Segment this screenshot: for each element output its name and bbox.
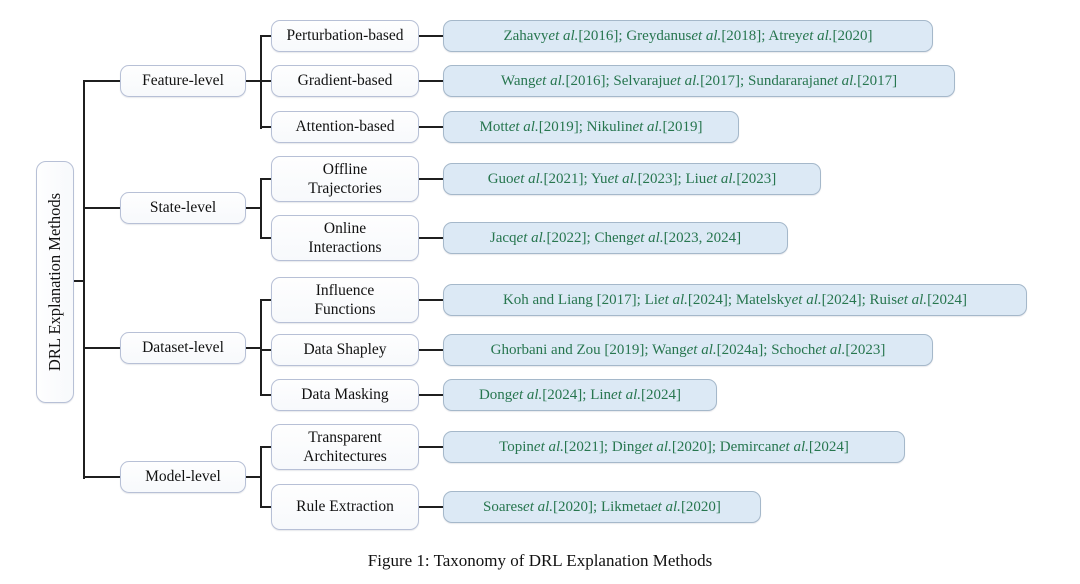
tree-node-label: Attention-based [295,118,395,136]
tree-node-label: Model-level [145,468,221,486]
citation-box-attention-based: Mott et al. [2019]; Nikulin et al. [2019… [443,111,739,143]
tree-node-label: Rule Extraction [296,498,394,516]
tree-node-influence-functions: Influence Functions [271,277,419,323]
tree-node-gradient-based: Gradient-based [271,65,419,97]
tree-connector [419,126,443,128]
tree-connector [260,446,262,508]
tree-node-label: Gradient-based [297,72,393,90]
citation-box-data-masking: Dong et al. [2024]; Lin et al. [2024] [443,379,717,411]
tree-connector [260,446,271,448]
tree-node-label: Offline Trajectories [308,160,382,197]
tree-node-feature-level: Feature-level [120,65,246,97]
root-node-drl-explanation-methods: DRL Explanation Methods [36,161,74,403]
tree-connector [260,35,262,129]
tree-node-label: Perturbation-based [286,27,404,45]
tree-node-label: Influence Functions [314,281,376,318]
tree-node-label: Feature-level [142,72,224,90]
tree-connector [419,394,443,396]
tree-connector [83,476,120,478]
citation-box-offline-trajectories: Guo et al. [2021]; Yu et al. [2023]; Liu… [443,163,821,195]
tree-node-model-level: Model-level [120,461,246,493]
tree-connector [246,207,262,209]
tree-node-label: State-level [149,199,217,217]
tree-connector [260,506,271,508]
tree-connector [260,349,271,351]
tree-connector [419,178,443,180]
citation-box-influence-functions: Koh and Liang [2017]; Li et al. [2024]; … [443,284,1027,316]
tree-connector [260,237,271,239]
tree-connector [260,126,271,128]
tree-connector [83,80,120,82]
citation-box-data-shapley: Ghorbani and Zou [2019]; Wang et al. [20… [443,334,933,366]
root-node-label: DRL Explanation Methods [45,192,64,372]
tree-node-label: Data Masking [301,386,389,404]
tree-node-label: Data Shapley [303,341,387,359]
citation-box-transparent-architectures: Topin et al. [2021]; Ding et al. [2020];… [443,431,905,463]
tree-connector [260,80,271,82]
tree-connector [83,80,85,479]
tree-connector [419,237,443,239]
tree-connector [260,178,271,180]
tree-connector [419,80,443,82]
tree-connector [419,506,443,508]
citation-box-gradient-based: Wang et al. [2016]; Selvaraju et al. [20… [443,65,955,97]
tree-node-state-level: State-level [120,192,246,224]
tree-connector [260,178,262,239]
tree-connector [83,347,120,349]
tree-node-attention-based: Attention-based [271,111,419,143]
tree-connector [419,35,443,37]
citation-box-online-interactions: Jacq et al. [2022]; Cheng et al. [2023, … [443,222,788,254]
tree-node-data-masking: Data Masking [271,379,419,411]
tree-connector [419,349,443,351]
tree-node-dataset-level: Dataset-level [120,332,246,364]
citation-box-perturbation-based: Zahavy et al. [2016]; Greydanus et al. [… [443,20,933,52]
tree-node-rule-extraction: Rule Extraction [271,484,419,530]
tree-connector [246,347,262,349]
tree-node-offline-trajectories: Offline Trajectories [271,156,419,202]
tree-connector [260,299,262,396]
tree-node-online-interactions: Online Interactions [271,215,419,261]
citation-box-rule-extraction: Soares et al. [2020]; Likmeta et al. [20… [443,491,761,523]
tree-node-transparent-architectures: Transparent Architectures [271,424,419,470]
tree-connector [260,299,271,301]
tree-connector [260,394,271,396]
tree-node-perturbation-based: Perturbation-based [271,20,419,52]
tree-connector [74,280,85,282]
tree-connector [83,207,120,209]
tree-node-label: Dataset-level [142,339,224,357]
tree-connector [419,299,443,301]
tree-node-label: Transparent Architectures [303,428,387,465]
tree-connector [419,446,443,448]
tree-connector [260,35,271,37]
tree-connector [246,80,262,82]
tree-node-label: Online Interactions [308,219,382,256]
figure-caption: Figure 1: Taxonomy of DRL Explanation Me… [367,551,713,570]
tree-node-data-shapley: Data Shapley [271,334,419,366]
tree-connector [246,476,262,478]
